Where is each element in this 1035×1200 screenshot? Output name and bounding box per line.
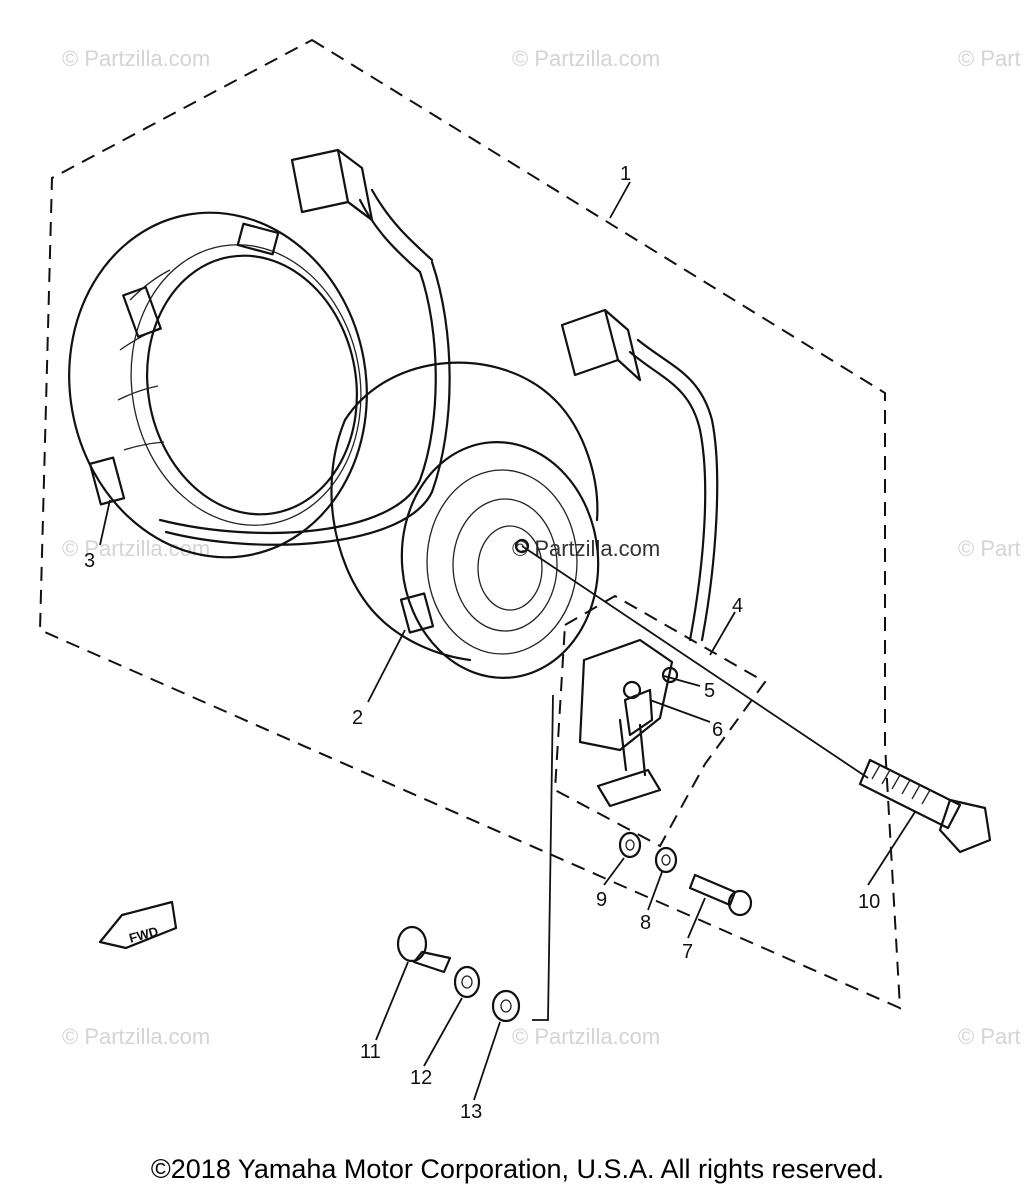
stator-connector bbox=[158, 148, 451, 546]
washers-small bbox=[618, 831, 678, 874]
copyright-notice: ©2018 Yamaha Motor Corporation, U.S.A. A… bbox=[150, 1154, 885, 1184]
callout-8: 8 bbox=[640, 912, 651, 934]
callout-6: 6 bbox=[712, 719, 723, 741]
callout-4: 4 bbox=[732, 595, 743, 617]
assembly-boundary bbox=[38, 38, 902, 1010]
callout-13: 13 bbox=[460, 1101, 482, 1123]
callout-2: 2 bbox=[352, 707, 363, 729]
watermark: © Partzilla.com bbox=[62, 1024, 211, 1049]
leader-lines bbox=[99, 181, 916, 1101]
watermark: © Partzilla.com bbox=[62, 46, 211, 71]
callout-9: 9 bbox=[596, 889, 607, 911]
axis-line bbox=[521, 545, 869, 779]
rotor bbox=[330, 361, 600, 679]
callout-3: 3 bbox=[84, 550, 95, 572]
callout-7: 7 bbox=[682, 941, 693, 963]
watermark: © Partzilla.com bbox=[62, 536, 211, 561]
subassembly-boundary bbox=[553, 594, 767, 848]
fwd-label: FWD bbox=[127, 924, 159, 946]
watermark: © Part bbox=[958, 46, 1021, 71]
axis-line-vertical bbox=[532, 694, 554, 1021]
washers-large bbox=[453, 965, 521, 1023]
callout-5: 5 bbox=[704, 680, 715, 702]
bolt bbox=[858, 758, 992, 854]
watermark: © Part bbox=[958, 536, 1021, 561]
watermark: © Partzilla.com bbox=[512, 46, 661, 71]
fwd-arrow-icon: FWD bbox=[98, 900, 178, 950]
stator-coil-ring bbox=[68, 211, 368, 559]
watermark: © Part bbox=[958, 1024, 1021, 1049]
pickup-plate bbox=[578, 638, 679, 808]
pickup-connector bbox=[560, 308, 719, 642]
small-bolt bbox=[396, 925, 452, 974]
callout-12: 12 bbox=[410, 1067, 432, 1089]
callout-11: 11 bbox=[360, 1041, 381, 1063]
screw bbox=[688, 873, 753, 917]
callout-10: 10 bbox=[858, 891, 880, 913]
watermark: © Partzilla.com bbox=[512, 1024, 661, 1049]
callout-1: 1 bbox=[620, 163, 631, 185]
